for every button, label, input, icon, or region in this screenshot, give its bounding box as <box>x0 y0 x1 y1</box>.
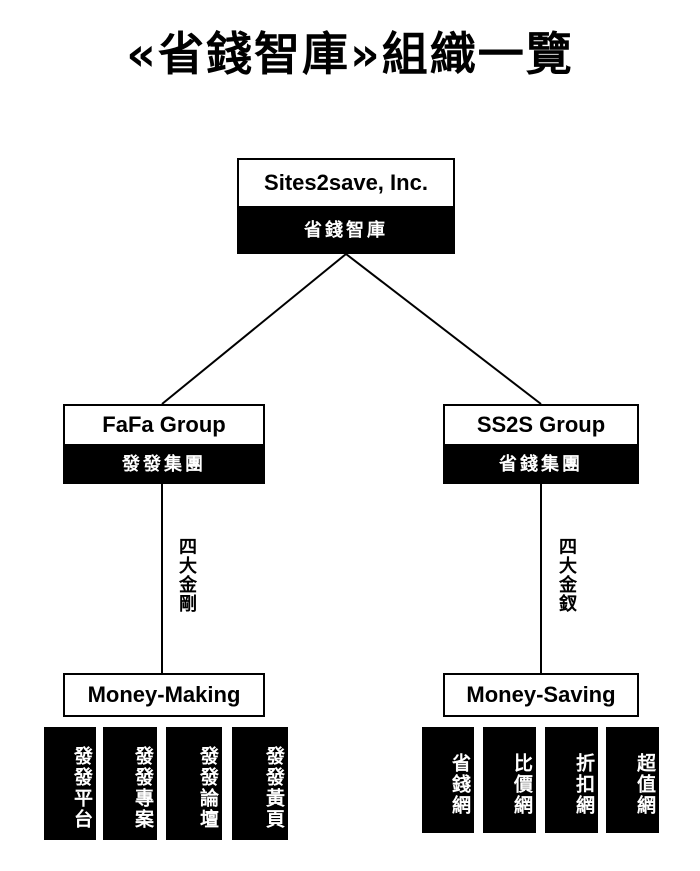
right-group-node: SS2S Group 省錢集團 <box>443 404 639 484</box>
left-group-node: FaFa Group 發發集團 <box>63 404 265 484</box>
left-group-name: FaFa Group <box>102 412 226 437</box>
leaf-fafa-projects: 發發專案 <box>103 727 157 840</box>
left-group-subtitle: 發發集團 <box>65 444 263 482</box>
leaf-value-site: 超值網 <box>606 727 659 833</box>
right-connector-label: 四大金釵 <box>553 537 579 613</box>
leaf-fafa-platform: 發發平台 <box>44 727 96 840</box>
leaf-price-compare-site: 比價網 <box>483 727 536 833</box>
leaf-save-money-site: 省錢網 <box>422 727 474 833</box>
left-connector-label: 四大金剛 <box>173 537 199 613</box>
root-node-subtitle: 省錢智庫 <box>239 206 453 252</box>
leaf-discount-site: 折扣網 <box>545 727 598 833</box>
root-to-right-connector <box>345 253 542 405</box>
leaf-fafa-yellow-pages: 發發黃頁 <box>232 727 288 840</box>
root-to-left-connector <box>161 253 347 405</box>
right-group-name: SS2S Group <box>476 412 606 437</box>
leaf-fafa-forum: 發發論壇 <box>166 727 222 840</box>
root-node: Sites2save, Inc. 省錢智庫 <box>237 158 455 254</box>
root-node-name: Sites2save, Inc. <box>264 170 428 195</box>
left-category-node: Money-Making <box>63 673 265 717</box>
page-title: «省錢智庫»組織一覽 <box>126 27 574 81</box>
right-group-subtitle: 省錢集團 <box>445 444 637 482</box>
right-category-node: Money-Saving <box>443 673 639 717</box>
